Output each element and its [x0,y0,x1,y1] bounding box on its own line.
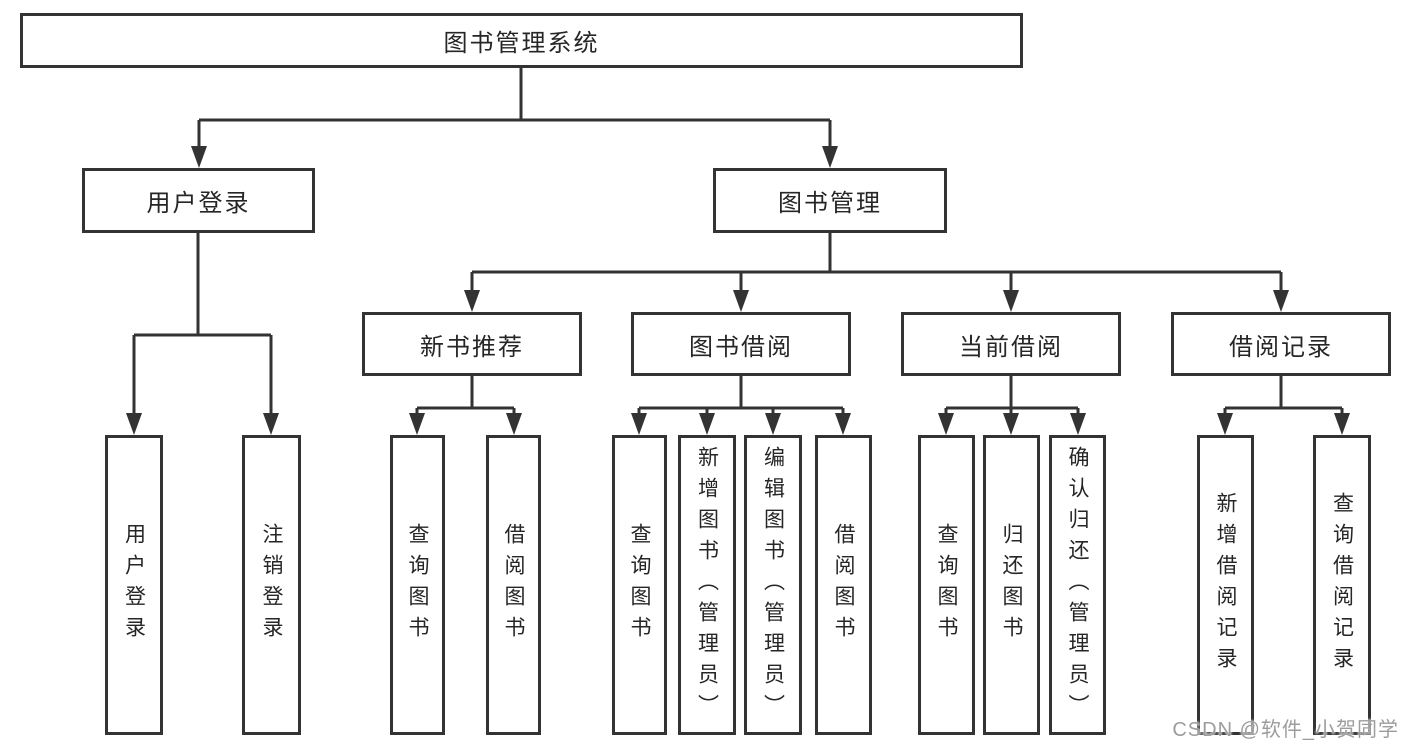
node-query-borrow-record: 查询借阅记录 [1313,435,1371,735]
node-new-book-recommendation: 新书推荐 [362,312,582,376]
node-confirm-return-admin: 确认归还（管理员） [1049,435,1106,735]
node-book-borrowing: 图书借阅 [631,312,851,376]
node-query-books-1: 查询图书 [390,435,445,735]
leaf-label: 确认归还（管理员） [1066,445,1089,725]
node-library-management-system: 图书管理系统 [20,13,1023,68]
leaf-label: 编辑图书（管理员） [761,445,785,725]
leaf-label: 新增借阅记录 [1214,492,1237,678]
node-book-management: 图书管理 [713,168,947,233]
leaf-label: 查询图书 [628,523,651,647]
node-add-books-admin: 新增图书（管理员） [678,435,736,735]
node-return-books: 归还图书 [983,435,1040,735]
node-borrow-books-1: 借阅图书 [486,435,541,735]
node-current-borrowing: 当前借阅 [901,312,1121,376]
leaf-label: 用户登录 [122,523,146,647]
leaf-label: 查询图书 [406,523,429,647]
leaf-label: 归还图书 [1000,523,1023,647]
node-borrow-books-2: 借阅图书 [815,435,872,735]
node-user-login-action: 用户登录 [105,435,163,735]
leaf-label: 注销登录 [260,523,283,647]
leaf-label: 查询图书 [935,523,958,647]
node-query-books-2: 查询图书 [612,435,667,735]
leaf-label: 借阅图书 [832,523,855,647]
node-logout-action: 注销登录 [242,435,301,735]
node-add-borrow-record: 新增借阅记录 [1197,435,1254,735]
arrowheads [126,146,1350,435]
node-user-login: 用户登录 [82,168,315,233]
node-borrowing-records: 借阅记录 [1171,312,1391,376]
node-edit-books-admin: 编辑图书（管理员） [744,435,802,735]
csdn-watermark: CSDN @软件_小贺同学 [1172,719,1399,741]
leaf-label: 借阅图书 [502,523,525,647]
leaf-label: 新增图书（管理员） [695,445,719,725]
node-query-books-3: 查询图书 [918,435,975,735]
leaf-label: 查询借阅记录 [1330,492,1354,678]
